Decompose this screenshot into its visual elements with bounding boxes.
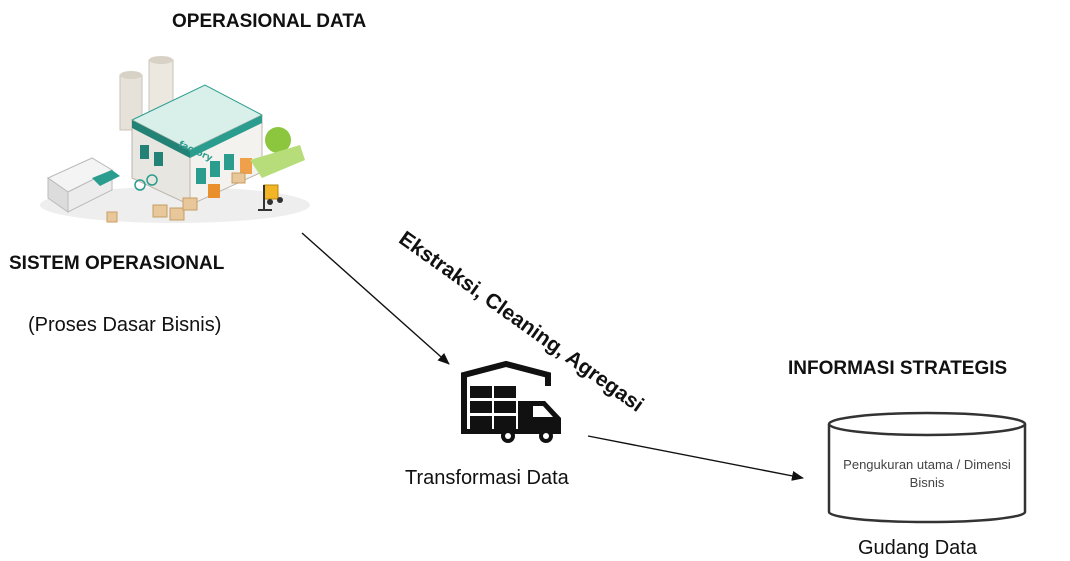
arrow-to-warehouse <box>587 435 804 481</box>
transformasi-data-label: Transformasi Data <box>405 467 569 489</box>
sistem-operasional-label: SISTEM OPERASIONAL <box>9 253 225 274</box>
informasi-strategis-title: INFORMASI STRATEGIS <box>788 358 1008 379</box>
arrow-to-transform <box>301 232 450 365</box>
operasional-data-title: OPERASIONAL DATA <box>172 11 367 32</box>
gudang-data-label: Gudang Data <box>858 537 977 559</box>
proses-dasar-label: (Proses Dasar Bisnis) <box>28 314 222 336</box>
cylinder-content-label: Pengukuran utama / Dimensi Bisnis <box>843 457 1011 490</box>
factory-illustration: factory <box>40 56 310 223</box>
warehouse-truck-icon <box>461 360 561 443</box>
database-cylinder-icon <box>827 411 1027 524</box>
